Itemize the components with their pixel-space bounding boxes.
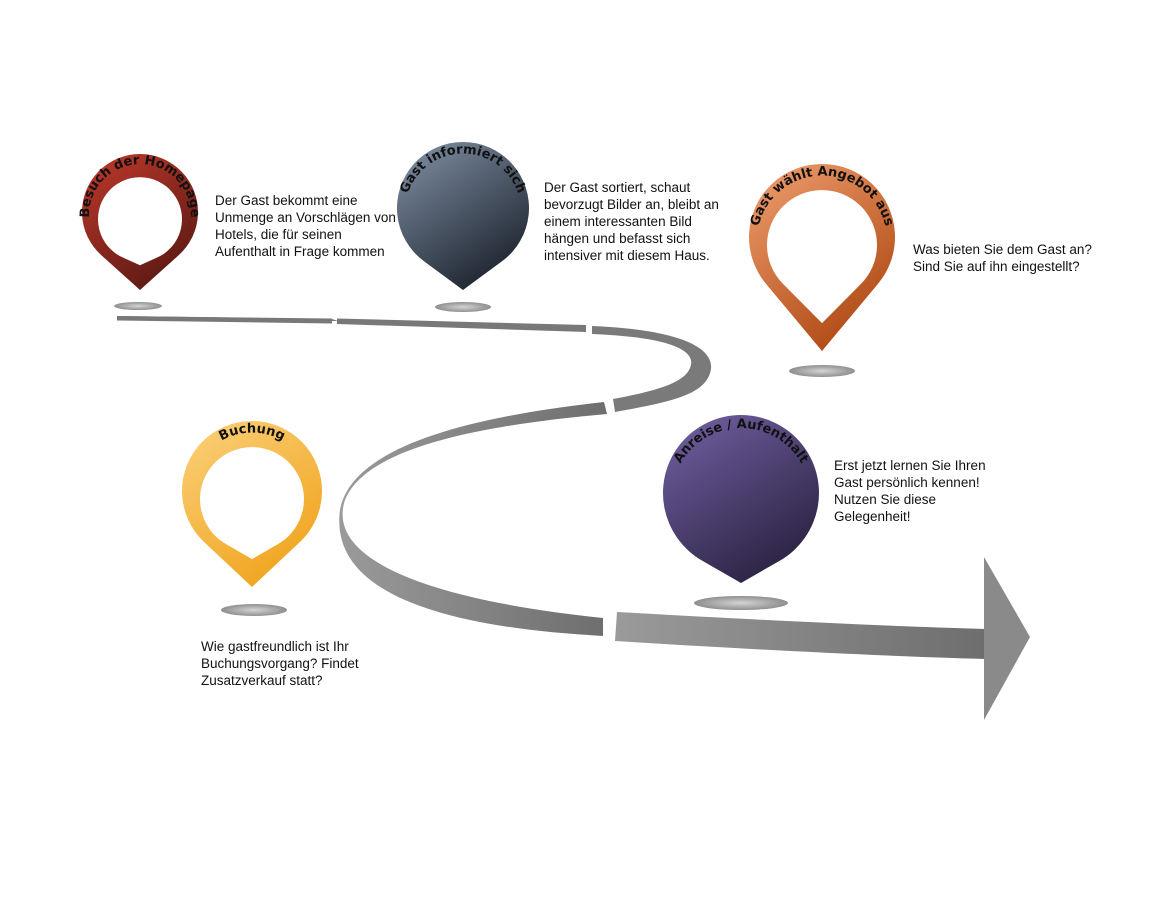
pin-anreise: Anreise / Aufenthalt xyxy=(663,414,819,610)
description-line: Nutzen Sie diese xyxy=(834,492,937,507)
pin-shadow xyxy=(789,365,855,377)
pin-shadow xyxy=(435,302,491,312)
pin-shadow xyxy=(694,596,788,610)
description-line: Sind Sie auf ihn eingestellt? xyxy=(913,259,1080,274)
description-line: hängen und befasst sich xyxy=(544,231,691,246)
road-segment-bottom xyxy=(615,612,985,659)
description-angebot: Was bieten Sie dem Gast an? Sind Sie auf … xyxy=(913,241,1092,275)
description-line: Der Gast sortiert, schaut xyxy=(544,180,691,195)
description-line: Hotels, die für seinen xyxy=(215,227,342,242)
description-line: Wie gastfreundlich ist Ihr xyxy=(201,639,349,654)
description-line: Gelegenheit! xyxy=(834,509,911,524)
pin-marker-icon xyxy=(397,142,530,290)
pin-homepage: Besuch der Homepage xyxy=(78,153,202,310)
pin-inner xyxy=(767,190,877,324)
pin-shadow xyxy=(114,302,162,310)
pin-angebot: Gast wählt Angebot aus xyxy=(748,164,896,377)
road-segment-upper-band xyxy=(117,316,332,324)
description-line: Der Gast bekommt eine xyxy=(215,193,358,208)
pin-shadow xyxy=(221,604,287,616)
pin-marker-icon xyxy=(663,414,819,583)
description-informiert: Der Gast sortiert, schaut bevorzugt Bilde… xyxy=(544,179,719,264)
description-line: Unmenge an Vorschlägen von xyxy=(215,210,396,225)
pin-buchung: Buchung xyxy=(181,421,322,616)
description-line: Erst jetzt lernen Sie Ihren xyxy=(834,458,986,473)
description-line: Zusatzverkauf statt? xyxy=(201,673,323,688)
pin-inner xyxy=(98,177,182,266)
road-segment-curve-top xyxy=(592,326,712,412)
pin-title: Buchung xyxy=(217,422,288,445)
arrow-head xyxy=(984,557,1030,720)
description-line: bevorzugt Bilder an, bleibt an xyxy=(544,197,719,212)
road-path xyxy=(117,316,1030,720)
description-line: Aufenthalt in Frage kommen xyxy=(215,244,385,259)
pin-inner xyxy=(200,447,304,560)
description-line: einem interessanten Bild xyxy=(544,214,692,229)
description-line: Buchungsvorgang? Findet xyxy=(201,656,359,671)
road-segment-curve-main xyxy=(339,402,607,636)
road-segment-upper-band-2 xyxy=(337,318,586,332)
description-line: Was bieten Sie dem Gast an? xyxy=(913,242,1092,257)
description-line: Gast persönlich kennen! xyxy=(834,475,980,490)
description-line: intensiver mit diesem Haus. xyxy=(544,248,710,263)
pin-informiert: Gast informiert sich xyxy=(397,142,530,312)
